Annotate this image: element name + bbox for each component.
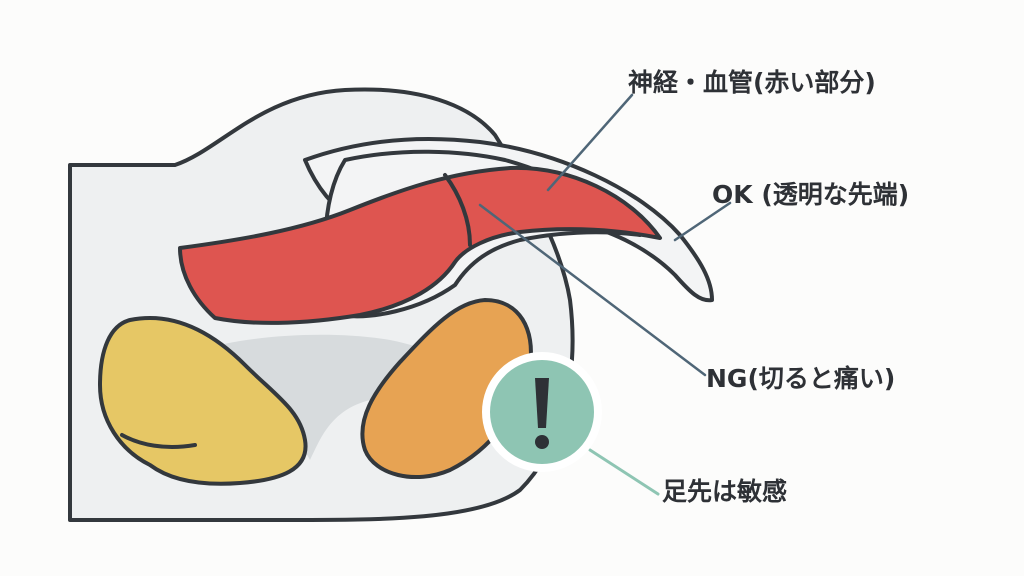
label-ng-cut: NG(切ると痛い) [706, 364, 896, 393]
paw-pad-yellow-crease [120, 433, 197, 449]
leader-paw [588, 448, 660, 496]
label-paw-sensitive: 足先は敏感 [662, 477, 788, 506]
leader-nerve [546, 93, 634, 192]
label-ok-tip: OK (透明な先端) [712, 180, 910, 209]
leader-ng [478, 203, 707, 377]
paw-pad-yellow [98, 316, 308, 486]
leader-ok [673, 201, 732, 242]
label-nerve-vessel: 神経・血管(赤い部分) [628, 68, 876, 97]
exclamation-icon [482, 352, 602, 472]
quick-nerve-vessel [178, 165, 662, 325]
quick-divider [443, 173, 472, 247]
